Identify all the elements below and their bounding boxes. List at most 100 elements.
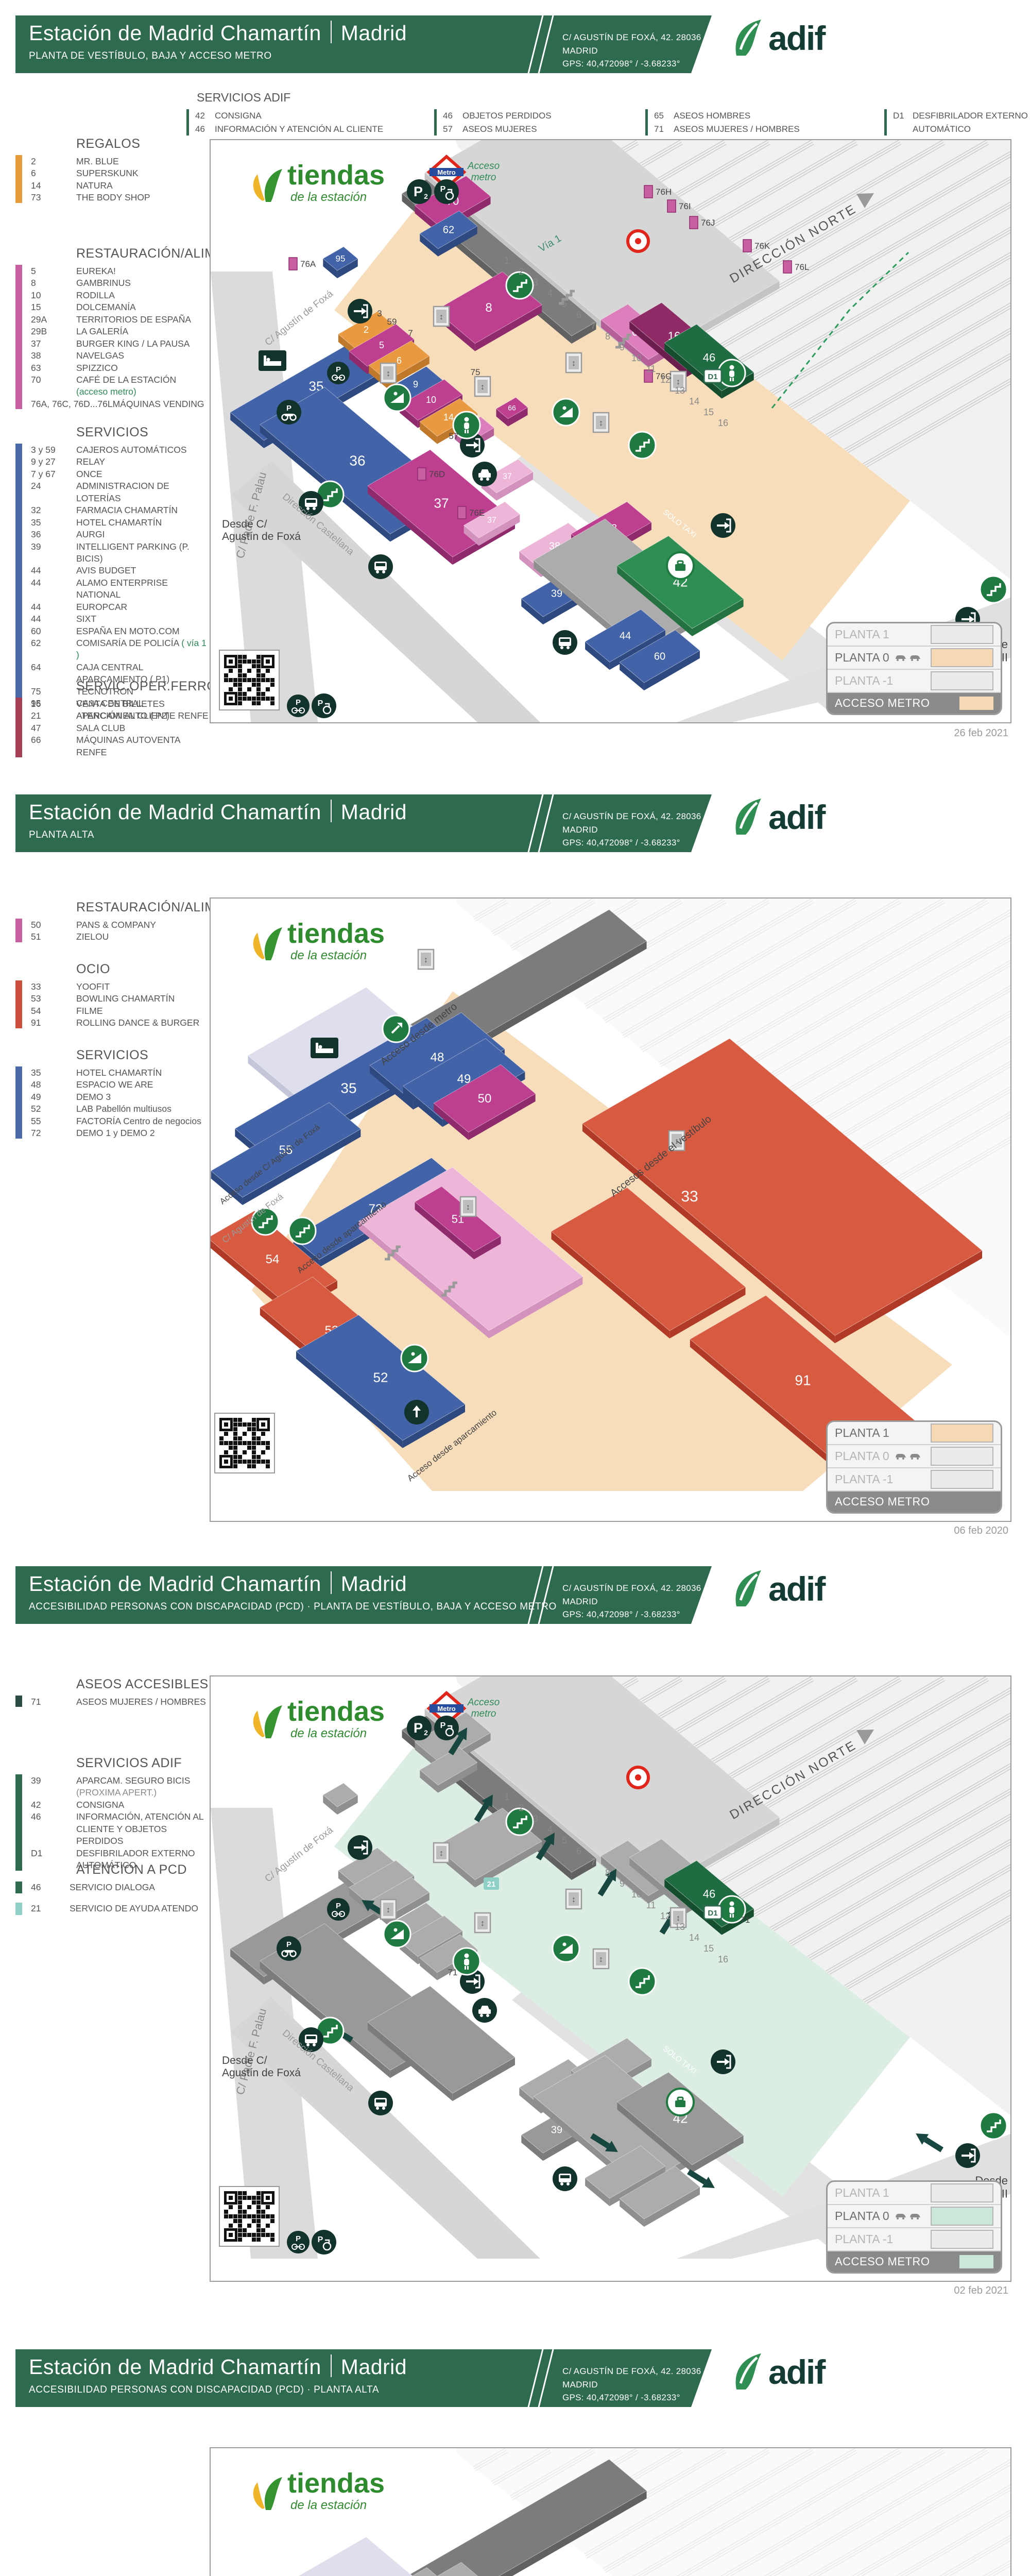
- legend-item-number: 8: [31, 278, 36, 289]
- plan-subtitle: ACCESIBILIDAD PERSONAS CON DISCAPACIDAD …: [29, 2384, 380, 2395]
- header-slash: [537, 2346, 555, 2413]
- platform-number: 12: [660, 1911, 671, 1921]
- legend-item-number: 38: [31, 350, 41, 361]
- concourse-floor: [334, 150, 910, 660]
- platform-number: 10: [631, 1889, 642, 1900]
- legend-item-number: 16: [31, 699, 41, 709]
- tiendas-tagline: de la estación: [290, 948, 367, 962]
- legend-item-number: 35: [31, 517, 41, 528]
- legend-item-note: (PROXIMA APERT.): [76, 1787, 157, 1798]
- legend-item-label: MÁQUINAS VENDING: [112, 398, 204, 409]
- floor-label: PLANTA 1: [835, 2186, 889, 2199]
- vending-machine-icon: 76C: [644, 369, 672, 383]
- map-label: ↕: [439, 313, 443, 321]
- road: [231, 461, 540, 722]
- street-level-cars: [895, 2213, 921, 2219]
- vending-machine-icon: 76J: [689, 216, 715, 229]
- platform-number: 2: [519, 1803, 524, 1813]
- legend-item-number: 42: [31, 1799, 41, 1810]
- platform-number: 3: [533, 1814, 538, 1824]
- vending-machine-icon: 76I: [667, 199, 691, 213]
- map-block: [322, 1783, 358, 1815]
- metro-access-label: ACCESO METRO: [835, 697, 930, 709]
- legend-item-label: APARCAM. SEGURO BICIS (PROXIMA APERT.): [76, 1775, 191, 1798]
- escalator-icon: [979, 2111, 1008, 2140]
- legend-group-title: REGALOS: [76, 137, 141, 151]
- legend-item-number: 2: [31, 156, 36, 166]
- metro-access-bar: ACCESO METRO: [828, 693, 1001, 714]
- platform-number: 12: [660, 375, 671, 385]
- platform-number: 4: [547, 1824, 553, 1835]
- tiendas-tagline: de la estación: [290, 190, 367, 204]
- map-date: 06 feb 2020: [954, 1525, 1008, 1536]
- elevator-icon: ↕: [474, 1912, 491, 1934]
- map-block-50: 50: [433, 1064, 536, 1140]
- address-line: C/ AGUSTÍN DE FOXÁ, 42. 28036 · MADRID: [562, 32, 707, 56]
- accessible-parking-icon: P: [312, 2230, 336, 2255]
- elevator-icon: ↕: [592, 1948, 610, 1970]
- floor-label: PLANTA -1: [835, 1472, 894, 1486]
- map-block: [367, 1986, 516, 2102]
- block-label: 48: [431, 1050, 444, 1064]
- legend-item-number: 46: [31, 1811, 41, 1822]
- map-label: ↕: [424, 956, 428, 964]
- legend-item-number: 52: [31, 1104, 41, 1114]
- metro-logo-icon: Metro: [426, 154, 467, 190]
- bus-stop-icon: [368, 2091, 393, 2115]
- floor-label: PLANTA -1: [835, 674, 894, 687]
- legend-item-number: 54: [31, 1005, 41, 1016]
- entrance-icon: [955, 2143, 980, 2168]
- block-label: 39: [551, 2125, 562, 2136]
- elevator-icon: ↕: [565, 1888, 582, 1910]
- platform-number: 10: [631, 353, 642, 363]
- defibrillator-icon: D1: [703, 1905, 723, 1920]
- route-arrow: [474, 1794, 493, 1822]
- block-label: 10: [426, 395, 436, 405]
- legend-item-label: CONSIGNA: [76, 1799, 125, 1810]
- map-label: 71: [741, 1915, 750, 1925]
- cercanias-logo-icon: [626, 1766, 650, 1789]
- cercanias-logo-icon: [626, 229, 650, 253]
- map-label: ↕: [599, 1955, 603, 1964]
- map-block: [582, 1038, 983, 1344]
- taxi-stop-icon: [472, 462, 497, 486]
- legend-color-bar: [15, 444, 22, 721]
- header-slash: [526, 12, 544, 79]
- route-arrow: [448, 1727, 468, 1755]
- platform-number: 8: [605, 1868, 610, 1878]
- legend-item-label: MÁQUINAS AUTOVENTA RENFE: [76, 735, 180, 757]
- legend-color-bar: [15, 1882, 22, 1894]
- station-map: 7062958353637373725691014156316466638383…: [210, 139, 1011, 723]
- floor-label: PLANTA 1: [835, 1426, 889, 1439]
- legend-item-number: 21: [31, 1903, 41, 1914]
- map-label: 2: [424, 192, 428, 200]
- floor-cell: [931, 1470, 993, 1489]
- platform-number: 13: [675, 1922, 685, 1932]
- map-label: P: [336, 1902, 341, 1910]
- map-label: P: [286, 1940, 291, 1949]
